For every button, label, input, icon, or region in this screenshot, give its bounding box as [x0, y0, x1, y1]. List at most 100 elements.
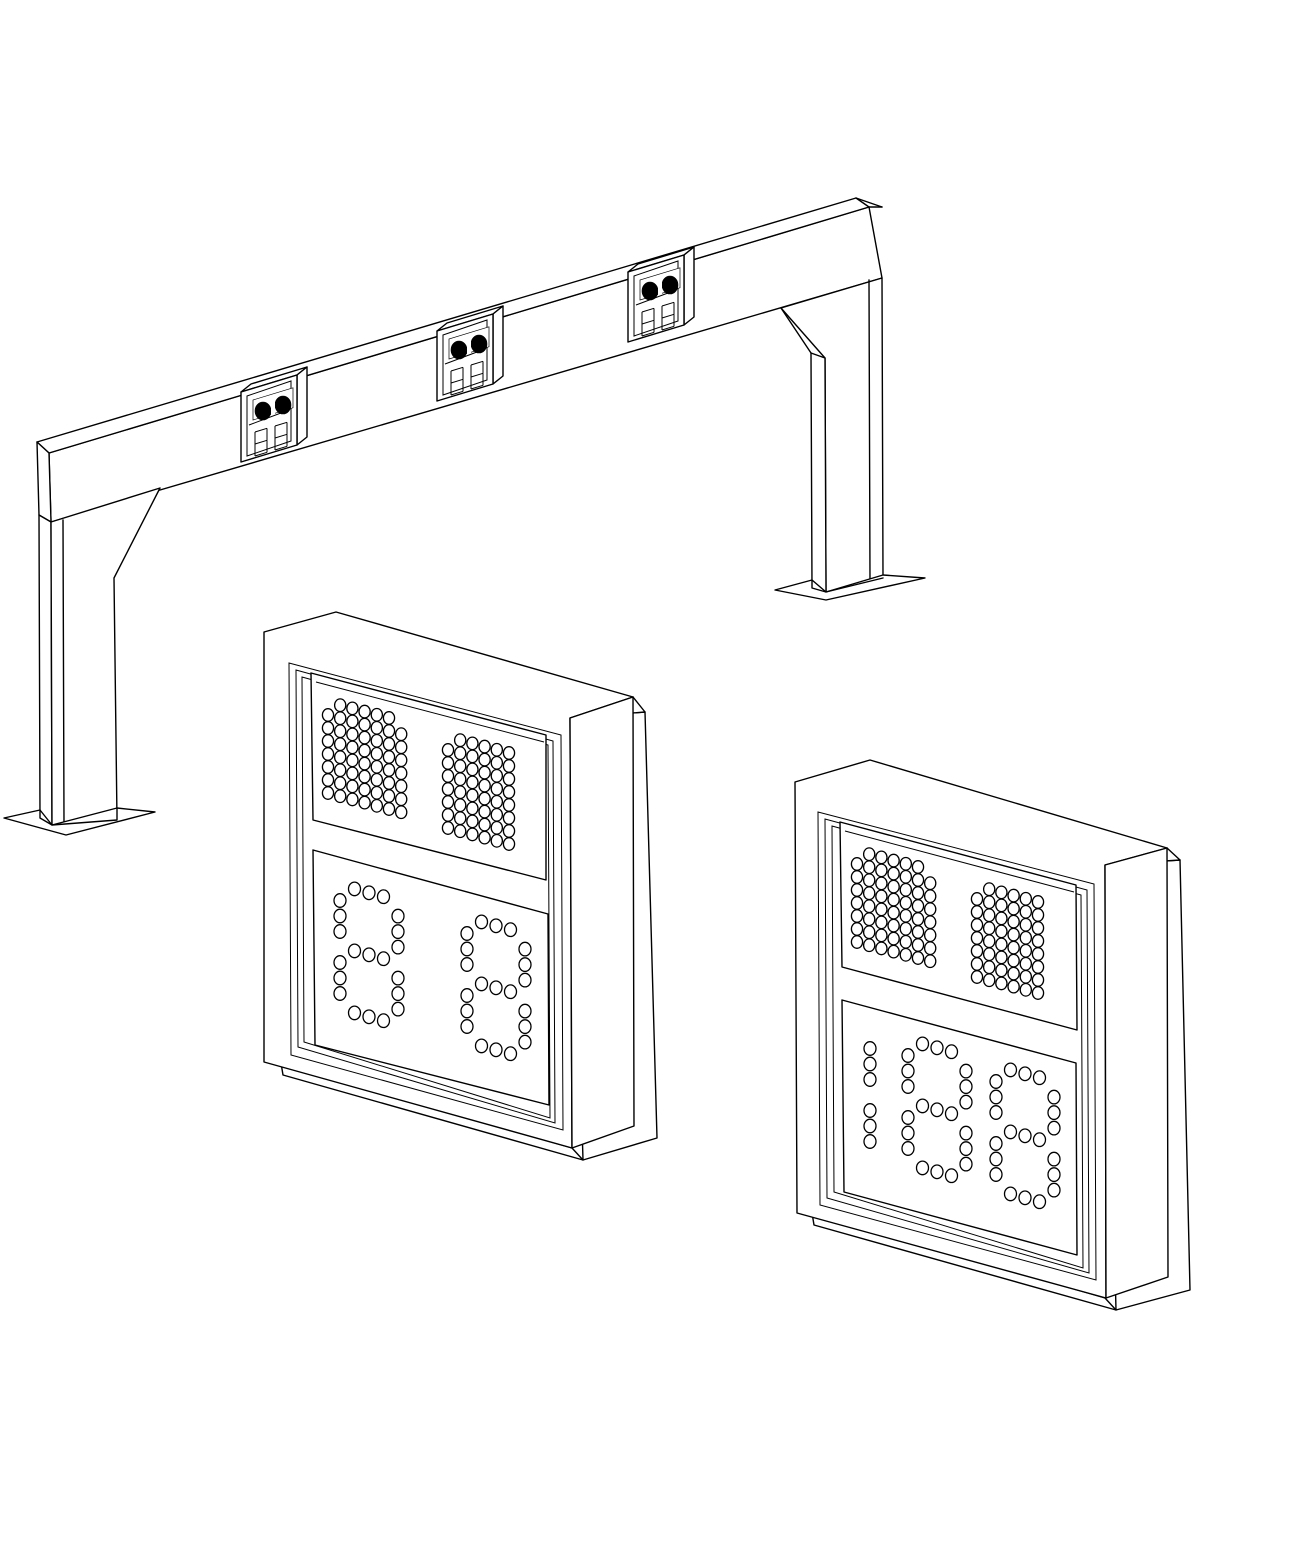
gantry-beam-end	[36, 441, 52, 523]
led-dot	[863, 1118, 877, 1134]
led-dot	[503, 1046, 518, 1062]
led-dot	[863, 1072, 877, 1087]
led-dot	[959, 1156, 973, 1172]
led-dot	[1031, 947, 1045, 961]
small-sign-led-symbol	[661, 275, 679, 295]
led-dot	[850, 857, 864, 871]
led-dot	[518, 1034, 532, 1050]
led-dot	[490, 781, 504, 796]
led-dot	[346, 727, 359, 742]
led-dot	[982, 882, 996, 897]
led-dot	[970, 944, 984, 958]
led-dot	[358, 769, 371, 784]
led-dot	[502, 798, 516, 812]
led-dot	[850, 935, 864, 949]
led-dot	[1007, 940, 1020, 955]
led-dot	[346, 766, 359, 781]
led-dot	[911, 873, 925, 887]
led-dot	[466, 775, 479, 790]
led-dot	[490, 755, 504, 770]
small-sign-side	[683, 246, 695, 326]
led-dot	[518, 1003, 532, 1019]
led-dot	[875, 863, 888, 878]
large-sign-1-digit-panel	[312, 849, 550, 1106]
large-sign-2-led-digits	[863, 1036, 1061, 1210]
small-sign-digit-segment	[254, 451, 268, 457]
led-dot	[376, 889, 391, 905]
small-sign-2-value: 88	[4, 1559, 6, 1561]
led-dot	[995, 911, 1008, 926]
led-dot	[460, 926, 474, 941]
led-dot	[358, 743, 371, 758]
led-dot	[863, 1056, 877, 1072]
led-dot	[989, 1167, 1003, 1182]
led-dot	[944, 1044, 959, 1060]
led-dot	[850, 896, 864, 910]
led-dot	[989, 1105, 1003, 1120]
led-dot	[460, 1003, 474, 1019]
small-sign-digit-segment	[450, 390, 464, 396]
led-dot	[982, 973, 996, 988]
led-dot	[923, 928, 937, 943]
led-dot	[1019, 969, 1033, 984]
led-dot	[887, 853, 900, 868]
led-dot	[1007, 953, 1020, 968]
led-dot	[863, 1041, 877, 1056]
led-dot	[1018, 1066, 1032, 1082]
led-dot	[899, 895, 913, 910]
led-dot	[915, 1098, 930, 1114]
led-dot	[982, 921, 996, 936]
led-dot	[1031, 934, 1045, 948]
small-sign-divider	[271, 401, 275, 419]
led-dot	[490, 820, 504, 835]
led-dot	[370, 759, 384, 774]
small-sign-3-value: 88	[6, 1559, 8, 1561]
led-dot	[358, 782, 371, 797]
led-dot	[875, 941, 888, 956]
led-dot	[453, 798, 467, 813]
led-dot	[333, 776, 347, 791]
led-dot	[875, 928, 888, 943]
led-dot	[1047, 1089, 1061, 1105]
led-dot	[478, 778, 491, 793]
led-dot	[1018, 1128, 1032, 1144]
led-dot	[441, 795, 455, 809]
led-dot	[321, 786, 335, 800]
led-dot	[370, 707, 384, 722]
led-dot	[1019, 930, 1033, 945]
led-dot	[370, 798, 384, 813]
led-dot	[875, 902, 888, 917]
led-dot	[862, 925, 876, 940]
led-dot	[518, 1019, 532, 1035]
led-dot	[502, 837, 516, 851]
led-dot	[862, 912, 876, 927]
led-dot	[333, 986, 347, 1001]
gantry-left-column	[3, 487, 161, 836]
led-dot	[346, 714, 359, 729]
small-sign-side	[492, 305, 504, 385]
led-dot	[503, 984, 518, 1000]
led-dot	[391, 908, 405, 924]
led-dot	[1018, 1190, 1032, 1206]
led-dot	[321, 760, 335, 774]
led-dot	[362, 1009, 376, 1025]
led-dot	[911, 951, 925, 965]
small-sign-led-symbol	[470, 334, 488, 354]
large-sign-1-led-digits	[333, 881, 532, 1062]
led-dot	[989, 1074, 1003, 1089]
small-sign-3	[627, 246, 695, 343]
led-dot	[460, 1019, 474, 1034]
led-dot	[959, 1079, 973, 1095]
led-dot	[982, 895, 996, 910]
led-dot	[1032, 1070, 1047, 1086]
led-dot	[358, 704, 371, 719]
led-dot	[333, 763, 347, 778]
led-dot	[333, 970, 347, 986]
led-dot	[453, 772, 467, 787]
led-dot	[875, 915, 888, 930]
led-dot	[347, 943, 362, 959]
led-dot	[915, 1036, 930, 1052]
led-dot	[1047, 1182, 1061, 1198]
led-dot	[478, 817, 491, 832]
led-dot	[911, 899, 925, 913]
